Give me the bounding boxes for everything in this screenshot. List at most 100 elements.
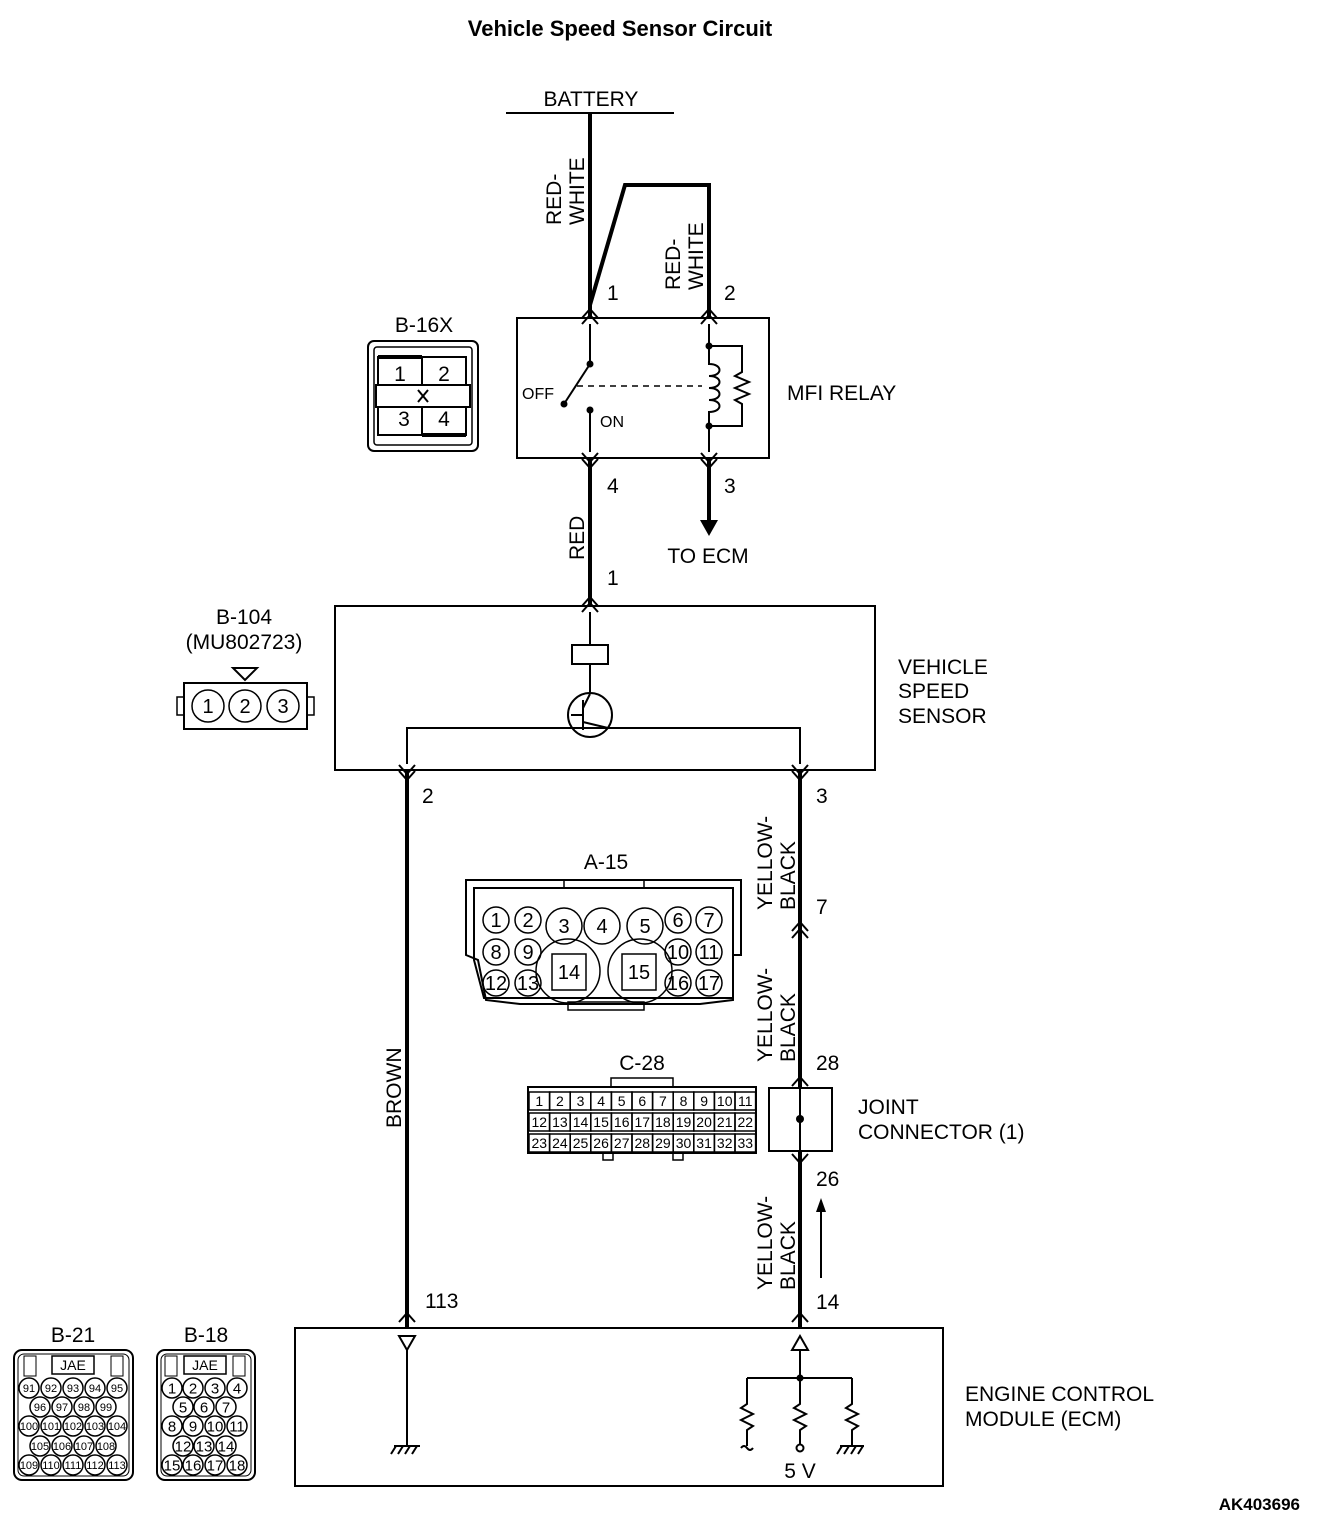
wire-color-rw-a2: WHITE bbox=[566, 157, 589, 225]
switch-off-label: OFF bbox=[522, 386, 554, 403]
b18-pin-shape bbox=[204, 1377, 226, 1399]
c28-pin: 13 bbox=[552, 1114, 568, 1130]
b21-pin-shape bbox=[18, 1454, 40, 1476]
a15-pin-shape bbox=[583, 907, 621, 945]
b21-pin: 96 bbox=[34, 1402, 46, 1414]
vehicle-speed-sensor-box bbox=[334, 605, 876, 771]
b21-pin: 102 bbox=[64, 1421, 82, 1433]
a15-inner bbox=[473, 887, 734, 999]
a15-key bbox=[563, 879, 645, 889]
switch-pivot bbox=[560, 400, 568, 408]
a15-pin: 6 bbox=[672, 910, 683, 932]
b104-pin-shape bbox=[191, 689, 225, 723]
a15-pin: 4 bbox=[596, 916, 607, 938]
to-ecm-label: TO ECM bbox=[667, 545, 748, 568]
b16x-cross bbox=[417, 389, 429, 403]
b18-pin: 13 bbox=[196, 1438, 213, 1455]
b21-pin-shape bbox=[84, 1377, 106, 1399]
terminal-mark bbox=[791, 927, 809, 939]
c28-latch bbox=[672, 1152, 684, 1161]
a15-pin-shape bbox=[695, 938, 723, 966]
c28-pin: 8 bbox=[680, 1093, 688, 1109]
switch-on-label: ON bbox=[600, 414, 624, 431]
a15-pin: 17 bbox=[698, 973, 720, 995]
b18-pin: 18 bbox=[229, 1457, 246, 1474]
joint-pin-28: 28 bbox=[816, 1052, 839, 1075]
c28-pin: 11 bbox=[738, 1093, 753, 1109]
a15-pin-shape bbox=[664, 906, 692, 934]
ecm-resistor-right bbox=[843, 1378, 861, 1446]
wire-color-brown: BROWN bbox=[383, 1048, 406, 1129]
c28-pin-shape bbox=[734, 1112, 757, 1132]
a15-pin: 10 bbox=[667, 942, 689, 964]
b21-latch bbox=[23, 1355, 37, 1377]
b18-pin: 16 bbox=[185, 1457, 202, 1474]
b18-pin: 11 bbox=[229, 1418, 245, 1435]
a15-pin-shape bbox=[482, 938, 510, 966]
b104-latch bbox=[176, 696, 185, 716]
connector-b16x-inner bbox=[373, 346, 473, 446]
b18-brand: JAE bbox=[192, 1357, 218, 1373]
b21-pin: 112 bbox=[86, 1460, 104, 1472]
ecm-label-2: MODULE (ECM) bbox=[965, 1408, 1121, 1431]
b18-pin-shape bbox=[193, 1396, 215, 1418]
b18-pin-shape bbox=[182, 1377, 204, 1399]
b21-pin: 108 bbox=[97, 1441, 115, 1453]
c28-pin: 22 bbox=[738, 1114, 754, 1130]
c28-key bbox=[610, 1077, 674, 1088]
a15-pin-shape bbox=[551, 953, 587, 991]
b21-pin: 100 bbox=[20, 1421, 38, 1433]
a15-pin: 8 bbox=[490, 942, 501, 964]
b18-pin-shape bbox=[215, 1396, 237, 1418]
b21-pin-shape bbox=[95, 1396, 117, 1418]
b18-pin: 12 bbox=[175, 1438, 192, 1455]
a15-pin-shape bbox=[514, 969, 542, 997]
b18-pin: 5 bbox=[179, 1399, 187, 1416]
ecm-label-1: ENGINE CONTROL bbox=[965, 1383, 1154, 1406]
c28-pin: 27 bbox=[614, 1135, 630, 1151]
signal-arrowhead bbox=[816, 1198, 826, 1212]
wire-color-red: RED bbox=[566, 516, 589, 560]
connector-b104-label: B-104 bbox=[216, 606, 272, 629]
joint-node bbox=[796, 1115, 804, 1123]
c28-pin: 19 bbox=[676, 1114, 692, 1130]
terminal-mark bbox=[581, 313, 599, 325]
joint-label-1: JOINT bbox=[858, 1096, 919, 1119]
relay-pin-3: 3 bbox=[724, 475, 736, 498]
c28-pin: 5 bbox=[618, 1093, 626, 1109]
ecm-input-14 bbox=[790, 1333, 810, 1351]
terminal-mark bbox=[581, 595, 599, 607]
a15-pin: 14 bbox=[558, 962, 580, 984]
b18-pin: 2 bbox=[189, 1380, 197, 1397]
c28-pin: 23 bbox=[532, 1135, 548, 1151]
wire-color-yb-b1: YELLOW- bbox=[754, 968, 777, 1062]
b21-pin-shape bbox=[51, 1396, 73, 1418]
connector-b18 bbox=[156, 1349, 256, 1481]
transistor-symbol bbox=[567, 692, 613, 738]
c28-pin: 15 bbox=[593, 1114, 609, 1130]
terminal-mark bbox=[398, 1311, 416, 1323]
a15-pin-shape bbox=[482, 906, 510, 934]
c28-pin: 31 bbox=[696, 1135, 712, 1151]
sensor-pin-3: 3 bbox=[816, 785, 828, 808]
terminal-mark bbox=[791, 920, 809, 932]
terminal-mark bbox=[581, 601, 599, 613]
b21-pin-shape bbox=[106, 1415, 128, 1437]
wire-color-rw-b2: WHITE bbox=[685, 222, 708, 290]
b21-pin-shape bbox=[62, 1415, 84, 1437]
wire-color-yb-c1: YELLOW- bbox=[754, 1196, 777, 1290]
connector-b21-label: B-21 bbox=[51, 1324, 95, 1347]
ground-hatch bbox=[390, 1445, 418, 1455]
b21-pin-shape bbox=[40, 1377, 62, 1399]
c28-pin-shape bbox=[734, 1091, 757, 1111]
transistor-collector bbox=[582, 693, 591, 709]
relay-coil bbox=[708, 346, 721, 426]
b21-pin-shape bbox=[73, 1435, 95, 1457]
b21-pin: 91 bbox=[23, 1383, 35, 1395]
b18-pin: 3 bbox=[211, 1380, 219, 1397]
connector-b16x bbox=[367, 340, 479, 452]
b16x-pin: 2 bbox=[438, 363, 450, 386]
a15-pin: 9 bbox=[522, 942, 533, 964]
